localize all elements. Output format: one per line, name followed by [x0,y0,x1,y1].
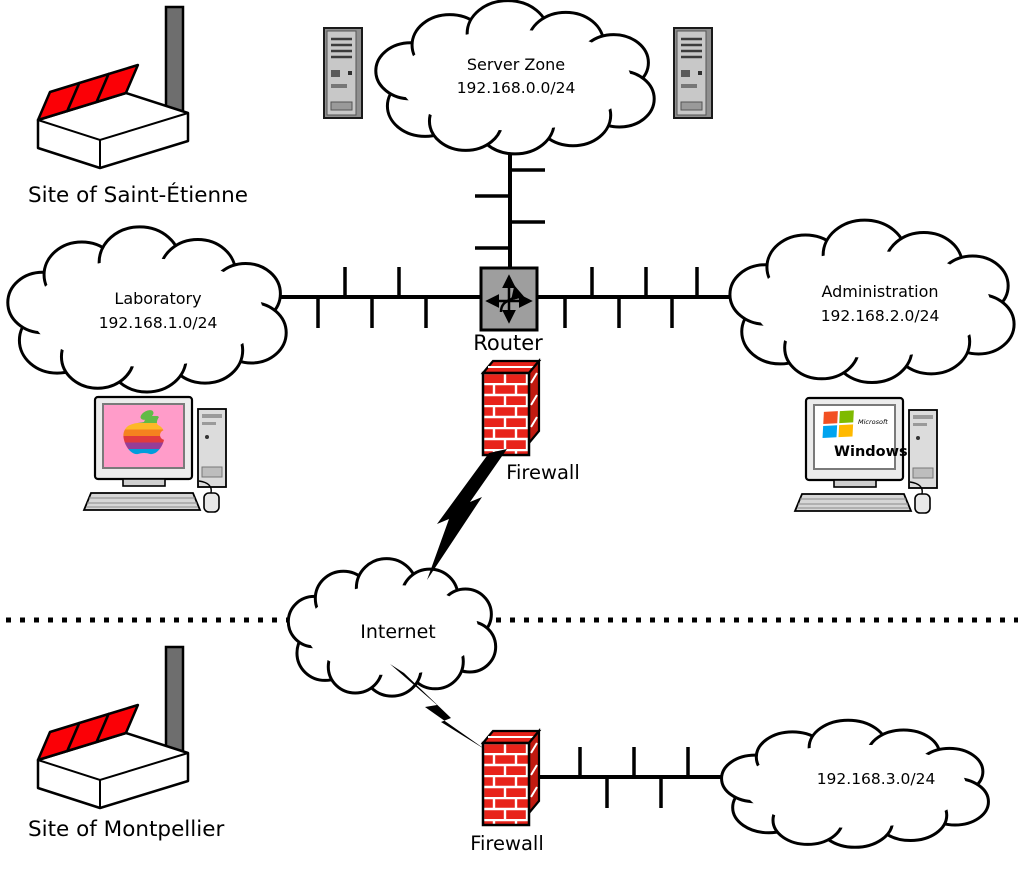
firewall-bottom-icon [481,729,541,827]
firewall-top-icon [481,359,541,457]
rainbow-apple-logo-icon [123,410,170,455]
windows-logo-icon: Microsoft Windows [822,410,908,460]
administration-cloud [730,220,1014,382]
router-icon [479,266,539,332]
site-saint-etienne-label: Site of Saint-Étienne [28,182,248,208]
firewall-bottom-label: Firewall [470,832,544,855]
mac-workstation-icon [82,395,227,513]
server-zone-cloud [376,1,654,154]
laboratory-cidr: 192.168.1.0/24 [99,314,218,332]
saint-etienne-factory-icon [36,5,190,170]
server-zone-cidr: 192.168.0.0/24 [457,79,576,97]
microsoft-label: Microsoft [858,418,888,426]
montpellier-lan-cidr: 192.168.3.0/24 [817,770,936,788]
lightning-link-top [427,449,507,580]
laboratory-name: Laboratory [114,289,201,308]
server-zone-name: Server Zone [467,55,565,74]
windows-workstation-icon: Microsoft Windows [793,396,938,514]
laboratory-cloud [8,227,286,392]
windows-label: Windows [834,444,908,460]
server-tower-left-icon [322,26,364,120]
site-montpellier-label: Site of Montpellier [28,817,224,842]
administration-cidr: 192.168.2.0/24 [821,307,940,325]
administration-name: Administration [821,282,938,301]
lightning-link-bottom [390,664,486,750]
router-label: Router [473,331,543,355]
montpellier-bus [535,747,740,808]
montpellier-factory-icon [36,645,190,810]
internet-label: Internet [360,621,435,643]
server-tower-right-icon [672,26,714,120]
firewall-top-label: Firewall [506,461,580,484]
